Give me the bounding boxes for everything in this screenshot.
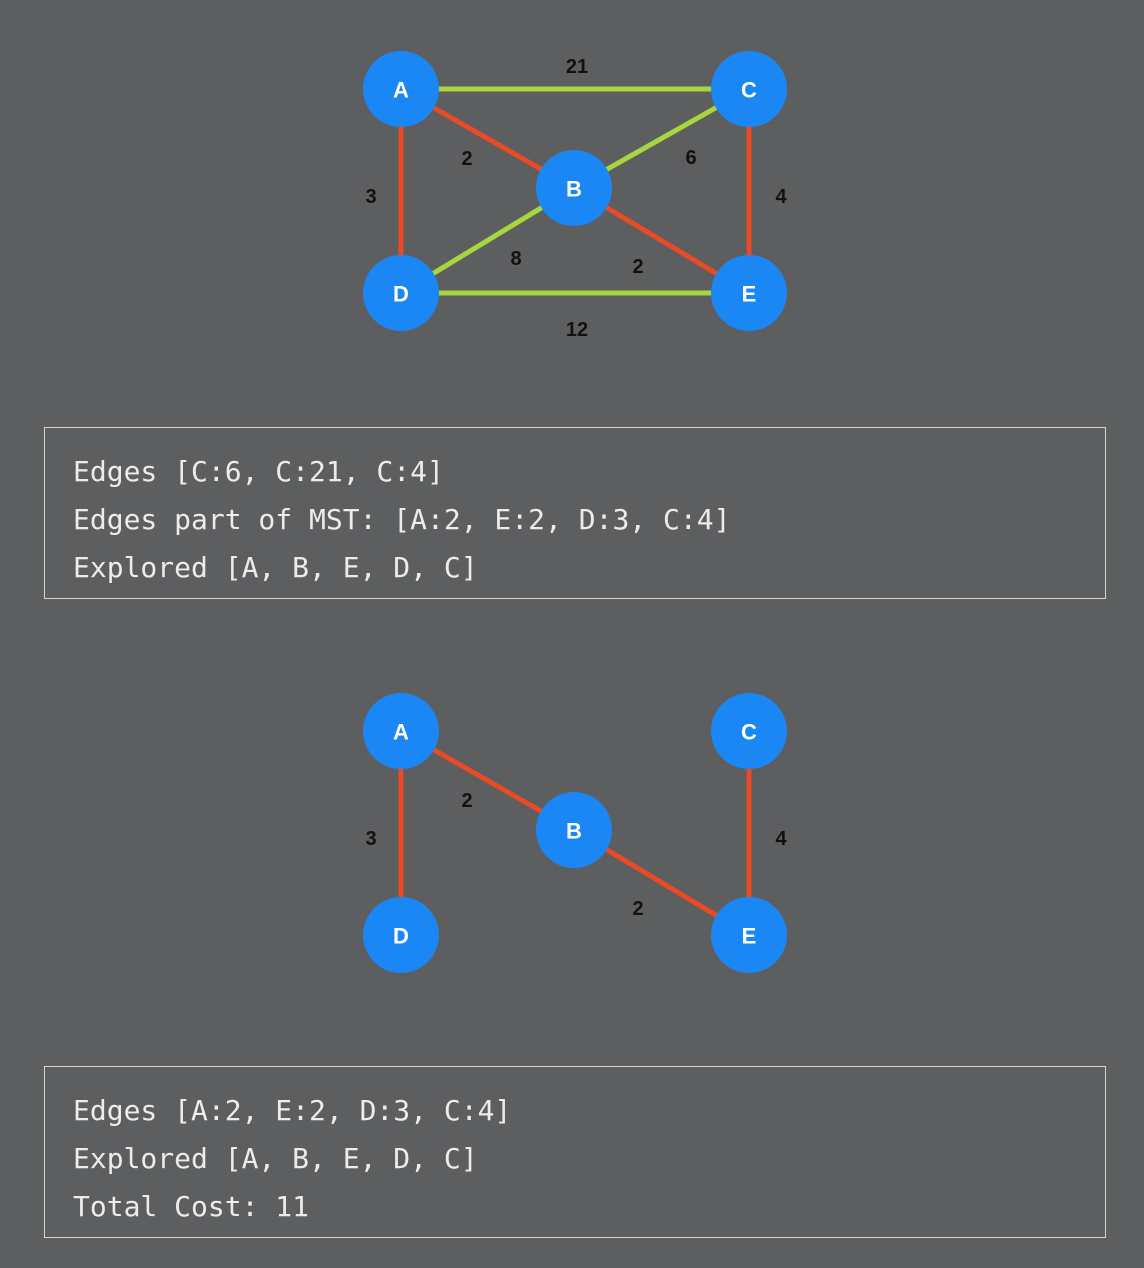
full-node-a xyxy=(363,51,439,127)
graph-mst: 2 3 4 2 A B C D E xyxy=(363,693,787,973)
panel-1-line-3: Explored [A, B, E, D, C] xyxy=(73,551,478,584)
mst-node-b xyxy=(536,792,612,868)
panel-1-line-1: Edges [C:6, C:21, C:4] xyxy=(73,455,444,488)
full-weight-b-e: 2 xyxy=(632,256,643,278)
full-node-label-e: E xyxy=(742,282,757,307)
mst-node-label-a: A xyxy=(393,720,409,745)
mst-node-c xyxy=(711,693,787,769)
full-node-b xyxy=(536,150,612,226)
mst-weight-c-e: 4 xyxy=(775,828,787,850)
full-node-label-d: D xyxy=(393,282,409,307)
full-weight-b-d: 8 xyxy=(510,248,521,270)
mst-node-a xyxy=(363,693,439,769)
full-node-e xyxy=(711,255,787,331)
full-weight-d-e: 12 xyxy=(566,319,588,341)
full-weight-a-d: 3 xyxy=(365,186,376,208)
mst-node-e xyxy=(711,897,787,973)
full-weight-b-c: 6 xyxy=(685,147,696,169)
mst-node-label-b: B xyxy=(566,819,582,844)
full-weight-a-c: 21 xyxy=(566,56,588,78)
output-panel-2: Edges [A:2, E:2, D:3, C:4] Explored [A, … xyxy=(44,1066,1106,1238)
mst-node-d xyxy=(363,897,439,973)
mst-node-label-c: C xyxy=(741,720,757,745)
panel-1-line-2: Edges part of MST: [A:2, E:2, D:3, C:4] xyxy=(73,503,731,536)
full-node-label-b: B xyxy=(566,177,582,202)
mst-weight-b-e: 2 xyxy=(632,898,643,920)
mst-weight-a-d: 3 xyxy=(365,828,376,850)
full-weight-a-b: 2 xyxy=(461,148,472,170)
panel-2-line-1: Edges [A:2, E:2, D:3, C:4] xyxy=(73,1094,512,1127)
panel-2-line-3: Total Cost: 11 xyxy=(73,1190,310,1223)
full-node-c xyxy=(711,51,787,127)
full-node-label-a: A xyxy=(393,78,409,103)
full-weight-c-e: 4 xyxy=(775,186,787,208)
full-node-label-c: C xyxy=(741,78,757,103)
full-node-d xyxy=(363,255,439,331)
output-panel-1: Edges [C:6, C:21, C:4] Edges part of MST… xyxy=(44,427,1106,599)
mst-node-label-d: D xyxy=(393,924,409,949)
panel-2-line-2: Explored [A, B, E, D, C] xyxy=(73,1142,478,1175)
mst-weight-a-b: 2 xyxy=(461,790,472,812)
mst-node-label-e: E xyxy=(742,924,757,949)
